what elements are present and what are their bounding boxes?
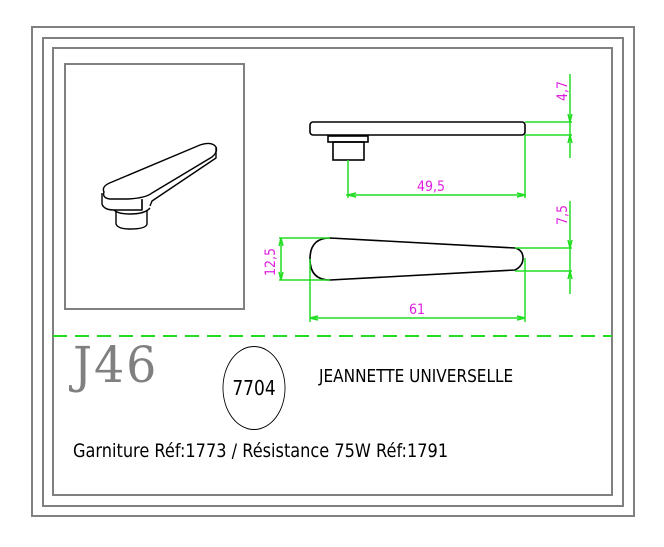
dim-top-width-small: 7,5 bbox=[555, 205, 571, 225]
dim-top-width-large: 12,5 bbox=[263, 248, 279, 276]
reference-number-circle: 7704 bbox=[222, 346, 286, 430]
references-line: Garniture Réf:1773 / Résistance 75W Réf:… bbox=[73, 440, 449, 462]
middle-frame bbox=[42, 37, 624, 507]
top-view-dimensions bbox=[278, 201, 573, 322]
top-view-handle-icon bbox=[309, 237, 524, 281]
side-view-dimensions bbox=[346, 74, 573, 198]
dim-side-thickness: 4,7 bbox=[555, 81, 571, 101]
dim-top-length: 61 bbox=[409, 302, 425, 318]
inner-frame bbox=[52, 47, 613, 496]
isometric-view-box bbox=[64, 63, 245, 310]
outer-frame bbox=[31, 26, 635, 517]
dim-side-length: 49,5 bbox=[417, 179, 445, 195]
isometric-handle-icon bbox=[101, 142, 218, 230]
drawing-title: JEANNETTE UNIVERSELLE bbox=[319, 366, 514, 387]
side-view-handle-icon bbox=[309, 121, 526, 161]
drawing-code: J46 bbox=[73, 336, 159, 394]
